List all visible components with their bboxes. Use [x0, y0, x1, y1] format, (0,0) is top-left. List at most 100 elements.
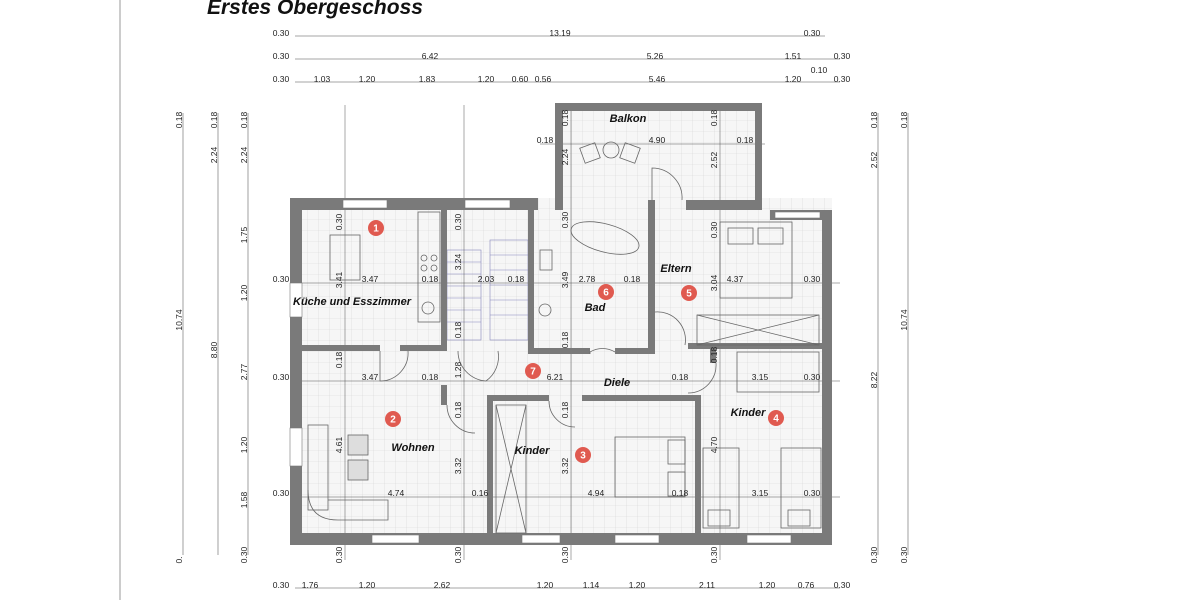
interior-dimension-label: 3.47: [362, 274, 379, 284]
interior-dimension-label: 0.18: [422, 274, 439, 284]
room-name-label: Balkon: [610, 113, 647, 125]
dimension-label: 0.18: [239, 111, 249, 128]
dimension-label: 0.18: [899, 111, 909, 128]
room-number-label: 2: [390, 415, 396, 426]
dimension-label: 1.51: [785, 51, 802, 61]
room-number-label: 7: [530, 367, 536, 378]
interior-dimension-label: 4.70: [709, 436, 719, 453]
dimension-label: 1.20: [239, 284, 249, 301]
dimension-label: 1.20: [629, 580, 646, 590]
dimension-label: 2.52: [869, 151, 879, 168]
dimension-label: 1.20: [759, 580, 776, 590]
room-number-label: 1: [373, 224, 379, 235]
interior-dimension-label: 0.30: [804, 274, 821, 284]
interior-dimension-label: 0.30: [334, 213, 344, 230]
dimension-label: 0.18: [174, 111, 184, 128]
interior-dimension-label: 0.30: [804, 372, 821, 382]
dimension-label: 0.10: [811, 65, 828, 75]
interior-dimension-label: 0.18: [709, 109, 719, 126]
interior-dimension-label: 2.78: [579, 274, 596, 284]
interior-dimension-label: 0.30: [453, 213, 463, 230]
dimension-label: 0.60: [512, 74, 529, 84]
interior-dimension-label: 0.30: [273, 488, 290, 498]
interior-dimension-label: 0.30: [273, 274, 290, 284]
interior-dimension-label: 0.30: [273, 372, 290, 382]
plan-title: Erstes Obergeschoss: [207, 0, 423, 19]
room-name-label: Küche und Esszimmer: [293, 296, 412, 308]
dimension-label: 0.76: [798, 580, 815, 590]
room-number-label: 6: [603, 288, 609, 299]
dimension-label: 6.42: [422, 51, 439, 61]
interior-dimension-label: 4.61: [334, 436, 344, 453]
dimension-label: 0.30: [834, 580, 851, 590]
interior-dimension-label: 2.52: [709, 151, 719, 168]
dimension-label: 0.30: [273, 28, 290, 38]
room-number-marker: [598, 284, 614, 300]
dimension-label: 8.80: [209, 341, 219, 358]
dimension-label: 1.03: [314, 74, 331, 84]
interior-dimension-label: 0.30: [709, 546, 719, 563]
room-number-marker: [681, 285, 697, 301]
interior-dimension-label: 0.30: [334, 546, 344, 563]
interior-dimension-label: 0.18: [537, 135, 554, 145]
room-number-marker: [385, 411, 401, 427]
dimension-label: 1.20: [239, 436, 249, 453]
interior-dimension-label: 6.21: [547, 372, 564, 382]
room-name-label: Kinder: [731, 407, 767, 419]
interior-dimension-label: 4.74: [388, 488, 405, 498]
interior-dimension-label: 3.15: [752, 372, 769, 382]
dimension-label: 5.26: [647, 51, 664, 61]
dimension-label: 0.30: [804, 28, 821, 38]
interior-dimension-label: 0.18: [560, 401, 570, 418]
room-number-marker: [368, 220, 384, 236]
interior-dimension-label: 1.28: [453, 361, 463, 378]
interior-dimension-label: 3.41: [334, 271, 344, 288]
dimension-label: 0.18: [209, 111, 219, 128]
furniture: [307, 141, 822, 534]
dimension-label: 1.83: [419, 74, 436, 84]
room-name-label: Eltern: [660, 263, 691, 275]
windows: [289, 199, 821, 544]
dimension-label: 1.75: [239, 226, 249, 243]
room-number-marker: [768, 410, 784, 426]
interior-dimension-label: 0.30: [453, 546, 463, 563]
room-number-marker: [575, 447, 591, 463]
interior-dimension-label: 2.24: [560, 148, 570, 165]
dimension-label: 2.11: [699, 580, 715, 590]
doors: [379, 167, 717, 434]
interior-dimension-label: 0.18: [624, 274, 641, 284]
interior-dimension-label: 4.90: [649, 135, 666, 145]
dimension-label: 8.22: [869, 371, 879, 388]
interior-dimension-label: 0.30: [560, 546, 570, 563]
room-name-label: Wohnen: [391, 442, 434, 454]
interior-dimension-label: 3.49: [560, 271, 570, 288]
dimension-label: 1.14: [583, 580, 600, 590]
interior-dimension-label: 2.03: [478, 274, 495, 284]
dimension-label: 1.20: [359, 580, 376, 590]
dimension-label: 1.20: [537, 580, 554, 590]
dimension-label: 1.58: [239, 491, 249, 508]
interior-dimension-label: 3.15: [752, 488, 769, 498]
room-name-label: Kinder: [515, 445, 551, 457]
dimension-label: 2.24: [209, 146, 219, 163]
dimension-label: 0.30: [273, 74, 290, 84]
dimension-label: 0.: [174, 556, 184, 563]
interior-dimension-label: 4.37: [727, 274, 744, 284]
interior-dimension-label: 0.16: [472, 488, 489, 498]
interior-dimension-label: 3.32: [453, 457, 463, 474]
interior-dimension-label: 3.47: [362, 372, 379, 382]
interior-dimension-label: 0.18: [453, 401, 463, 418]
dimension-label: 1.20: [785, 74, 802, 84]
dimension-label: 2.77: [239, 363, 249, 380]
dimension-label: 10.74: [899, 309, 909, 331]
dimension-label: 1.76: [302, 580, 319, 590]
interior-dimension-label: 0.18: [508, 274, 525, 284]
interior-dimension-label: 3.24: [453, 253, 463, 270]
room-number-label: 4: [773, 414, 779, 425]
dimension-label: 13.19: [549, 28, 571, 38]
interior-dimension-label: 3.32: [560, 457, 570, 474]
dimension-label: 0.30: [273, 51, 290, 61]
interior-dimension-label: 0.18: [334, 351, 344, 368]
interior-dimension-label: 0.18: [422, 372, 439, 382]
